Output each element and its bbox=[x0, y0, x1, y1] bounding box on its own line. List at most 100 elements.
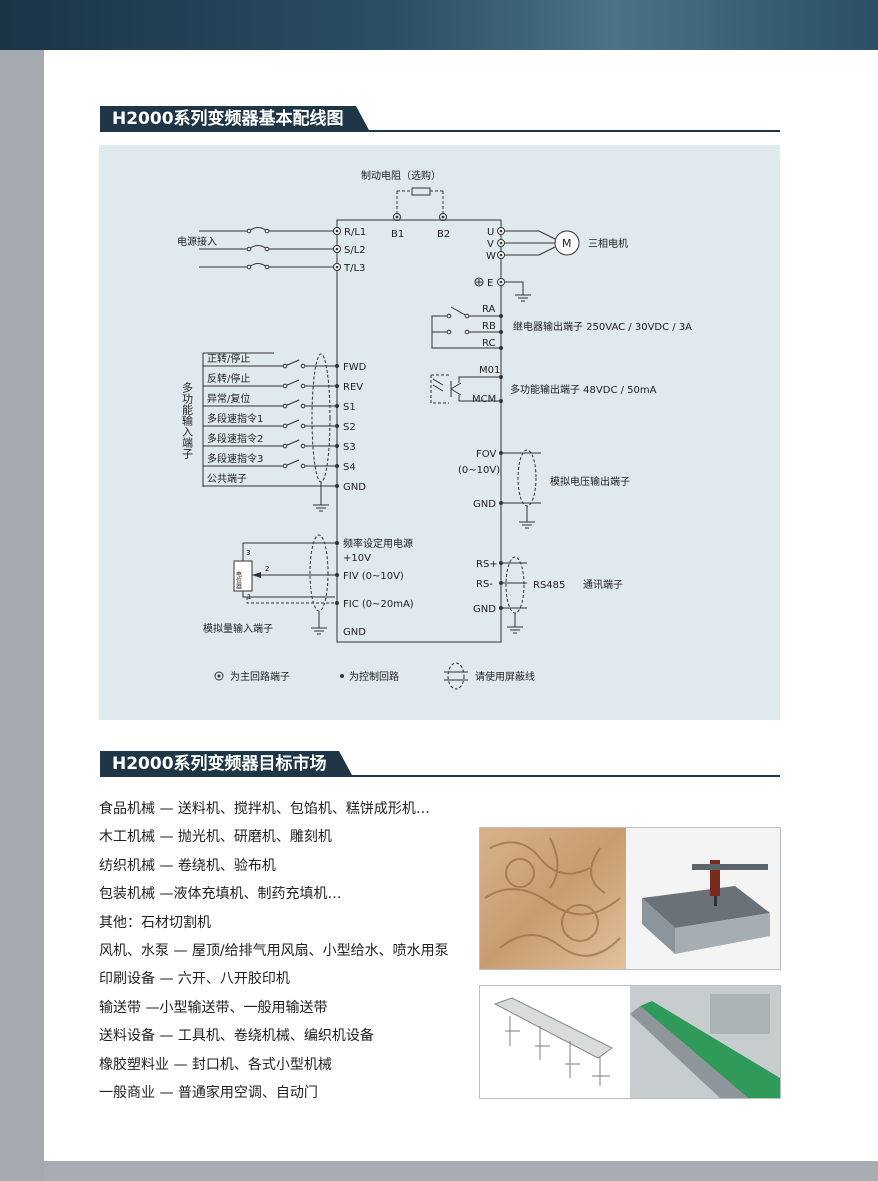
terminal-b2 bbox=[439, 213, 447, 221]
ao-gnd: GND bbox=[473, 499, 496, 510]
market-list: 食品机械 — 送料机、搅拌机、包馅机、糕饼成形机… 木工机械 — 抛光机、研磨机、… bbox=[99, 795, 519, 1107]
relay-output-label: 继电器输出端子 250VAC / 30VDC / 3A bbox=[513, 320, 692, 333]
legend-shield: 请使用屏蔽线 bbox=[475, 670, 535, 683]
terminal-b1 bbox=[393, 213, 401, 221]
switch-contact bbox=[282, 403, 288, 409]
motor-symbol bbox=[554, 230, 580, 256]
motor-label: 三相电机 bbox=[588, 237, 628, 250]
market-line: 输送带 —小型输送带、一般用输送带 bbox=[99, 999, 328, 1016]
terminal-b2-label: B2 bbox=[437, 229, 450, 240]
legend-control: 为控制回路 bbox=[349, 670, 399, 683]
relay-rb: RB bbox=[482, 321, 496, 332]
control-terminal-dot bbox=[335, 384, 339, 388]
legend-control-icon bbox=[340, 674, 344, 678]
switch-contact bbox=[282, 383, 288, 389]
market-line: 食品机械 — 送料机、搅拌机、包馅机、糕饼成形机… bbox=[99, 801, 430, 817]
market-line: 橡胶塑料业 — 封口机、各式小型机械 bbox=[99, 1056, 332, 1073]
switch-contact bbox=[282, 463, 288, 469]
market-line: 印刷设备 — 六开、八开胶印机 bbox=[99, 971, 290, 988]
terminal-s bbox=[333, 245, 341, 253]
mf-m01: M01 bbox=[479, 365, 500, 376]
market-line: 纺织机械 — 卷绕机、验布机 bbox=[99, 857, 276, 874]
section-title-wiring-text: H2000系列变频器基本配线图 bbox=[100, 106, 370, 132]
market-line: 其他：石材切割机 bbox=[99, 914, 211, 931]
comm-rsm: RS- bbox=[476, 579, 493, 590]
switch-contact bbox=[282, 363, 288, 369]
input-terminal-label: S4 bbox=[343, 462, 356, 473]
pot-pin3: 3 bbox=[246, 549, 250, 557]
brake-resistor-label: 制动电阻（选购） bbox=[361, 169, 441, 182]
mf-output-label: 多功能输出端子 48VDC / 50mA bbox=[510, 383, 657, 396]
market-line: 一般商业 — 普通家用空调、自动门 bbox=[99, 1084, 318, 1101]
input-line bbox=[203, 439, 335, 447]
header-band bbox=[0, 0, 878, 50]
switch-contact bbox=[282, 423, 288, 429]
inverter-box bbox=[336, 219, 502, 643]
input-func-label: 多段速指令2 bbox=[207, 432, 263, 445]
terminal-s-label: S/L2 bbox=[344, 245, 366, 256]
wiring-diagram: 制动电阻（选购） B1 B2 电源接入 R/L1 S/L2 T/L3 U V W… bbox=[99, 145, 780, 720]
switch-contact bbox=[300, 403, 306, 409]
terminal-e-label: E bbox=[487, 278, 493, 289]
input-terminal-label: FWD bbox=[343, 362, 367, 373]
input-func-label: 多段速指令1 bbox=[207, 412, 263, 425]
input-func-label: 公共端子 bbox=[207, 472, 247, 485]
mf-mcm: MCM bbox=[472, 394, 496, 405]
market-line: 木工机械 — 抛光机、研磨机、雕刻机 bbox=[99, 829, 332, 846]
pot-label: 电位器 bbox=[235, 570, 242, 590]
ao-fov: FOV bbox=[476, 449, 496, 460]
analog-fic: FIC (0~20mA) bbox=[343, 599, 414, 610]
photo-engraving bbox=[479, 827, 781, 970]
market-line: 送料设备 — 工具机、卷绕机械、编织机设备 bbox=[99, 1028, 374, 1045]
roller-conveyor bbox=[493, 997, 613, 1086]
control-terminal-dot bbox=[335, 464, 339, 468]
input-func-label: 异常/复位 bbox=[207, 392, 250, 405]
switch-contact bbox=[282, 443, 288, 449]
market-line: 包装机械 —液体充填机、制药充填机… bbox=[99, 886, 342, 903]
inputs-group: 正转/停止FWD反转/停止REV异常/复位S1多段速指令1S2多段速指令2S3多… bbox=[203, 352, 367, 493]
relay-ra: RA bbox=[482, 304, 496, 315]
terminal-u bbox=[497, 227, 505, 235]
terminal-t-label: T/L3 bbox=[343, 263, 365, 274]
switch-contact bbox=[300, 463, 306, 469]
input-line bbox=[203, 359, 335, 367]
pot-pin2: 2 bbox=[265, 565, 269, 573]
left-margin-band bbox=[0, 50, 44, 1181]
input-func-label: 正转/停止 bbox=[207, 352, 250, 365]
terminal-w-label: W bbox=[486, 251, 496, 262]
legend-main: 为主回路端子 bbox=[230, 670, 290, 683]
input-func-label: 反转/停止 bbox=[207, 372, 250, 385]
motor-symbol-text: M bbox=[562, 237, 572, 250]
relay-rc: RC bbox=[482, 338, 495, 349]
comm-protocol: RS485 bbox=[533, 580, 565, 591]
section-title-wiring: H2000系列变频器基本配线图 bbox=[100, 106, 370, 132]
terminal-t bbox=[333, 263, 341, 271]
terminal-w bbox=[497, 251, 505, 259]
power-input-label: 电源接入 bbox=[177, 235, 217, 248]
terminal-r bbox=[333, 227, 341, 235]
cnc-router-machine bbox=[642, 860, 770, 954]
legend-main-icon bbox=[214, 671, 224, 681]
analog-fiv: FIV (0~10V) bbox=[343, 571, 404, 582]
input-line bbox=[203, 459, 335, 467]
terminal-u-label: U bbox=[487, 227, 494, 238]
terminal-r-label: R/L1 bbox=[344, 227, 366, 238]
analog-plus10v: +10V bbox=[343, 553, 371, 564]
analog-gnd: GND bbox=[343, 627, 366, 638]
carved-wood-panel bbox=[480, 828, 626, 969]
terminal-v bbox=[497, 239, 505, 247]
section-title-market: H2000系列变频器目标市场 bbox=[100, 751, 353, 777]
switch-contact bbox=[300, 383, 306, 389]
comm-label: 通讯端子 bbox=[583, 578, 623, 591]
input-terminal-label: S1 bbox=[343, 402, 356, 413]
multi-input-label-v: 多功能输入端子 bbox=[181, 381, 194, 459]
ao-label: 模拟电压输出端子 bbox=[550, 475, 630, 488]
analog-freq-supply: 频率设定用电源 bbox=[343, 537, 413, 550]
control-terminal-dot bbox=[335, 364, 339, 368]
comm-rsp: RS+ bbox=[476, 559, 498, 570]
photo-conveyors bbox=[479, 985, 781, 1099]
terminal-e bbox=[497, 278, 505, 286]
comm-gnd: GND bbox=[473, 604, 496, 615]
section-rule-wiring bbox=[100, 130, 780, 132]
section-rule-market bbox=[100, 775, 780, 777]
